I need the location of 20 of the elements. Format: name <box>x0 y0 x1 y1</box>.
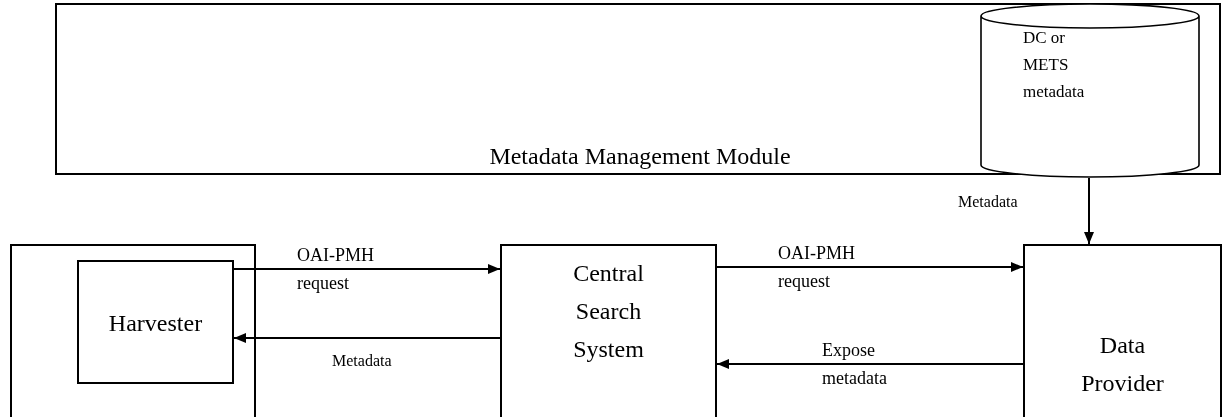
arrow <box>1084 177 1094 245</box>
node-label: Metadata Management Module <box>488 142 792 171</box>
arrow <box>233 264 501 274</box>
process-box <box>77 260 234 384</box>
arrow <box>716 262 1024 272</box>
node-label: Harvester <box>107 309 204 338</box>
edge-label: Metadata <box>958 192 1019 212</box>
arrow <box>716 359 1024 369</box>
process-box <box>500 244 717 417</box>
process-box <box>1023 244 1222 417</box>
node-label: DC or METS metadata <box>1023 27 1086 103</box>
arrow <box>233 333 501 343</box>
module-box <box>55 3 1221 175</box>
node-label: Central Search System <box>572 259 645 364</box>
system-box <box>10 244 256 417</box>
node-label: Data Provider <box>1080 331 1165 398</box>
edge-label: Metadata <box>332 351 393 371</box>
edge-label: OAI-PMH request <box>778 242 856 293</box>
edge-label: OAI-PMH request <box>297 244 375 295</box>
edge-label: Expose metadata <box>822 339 888 390</box>
